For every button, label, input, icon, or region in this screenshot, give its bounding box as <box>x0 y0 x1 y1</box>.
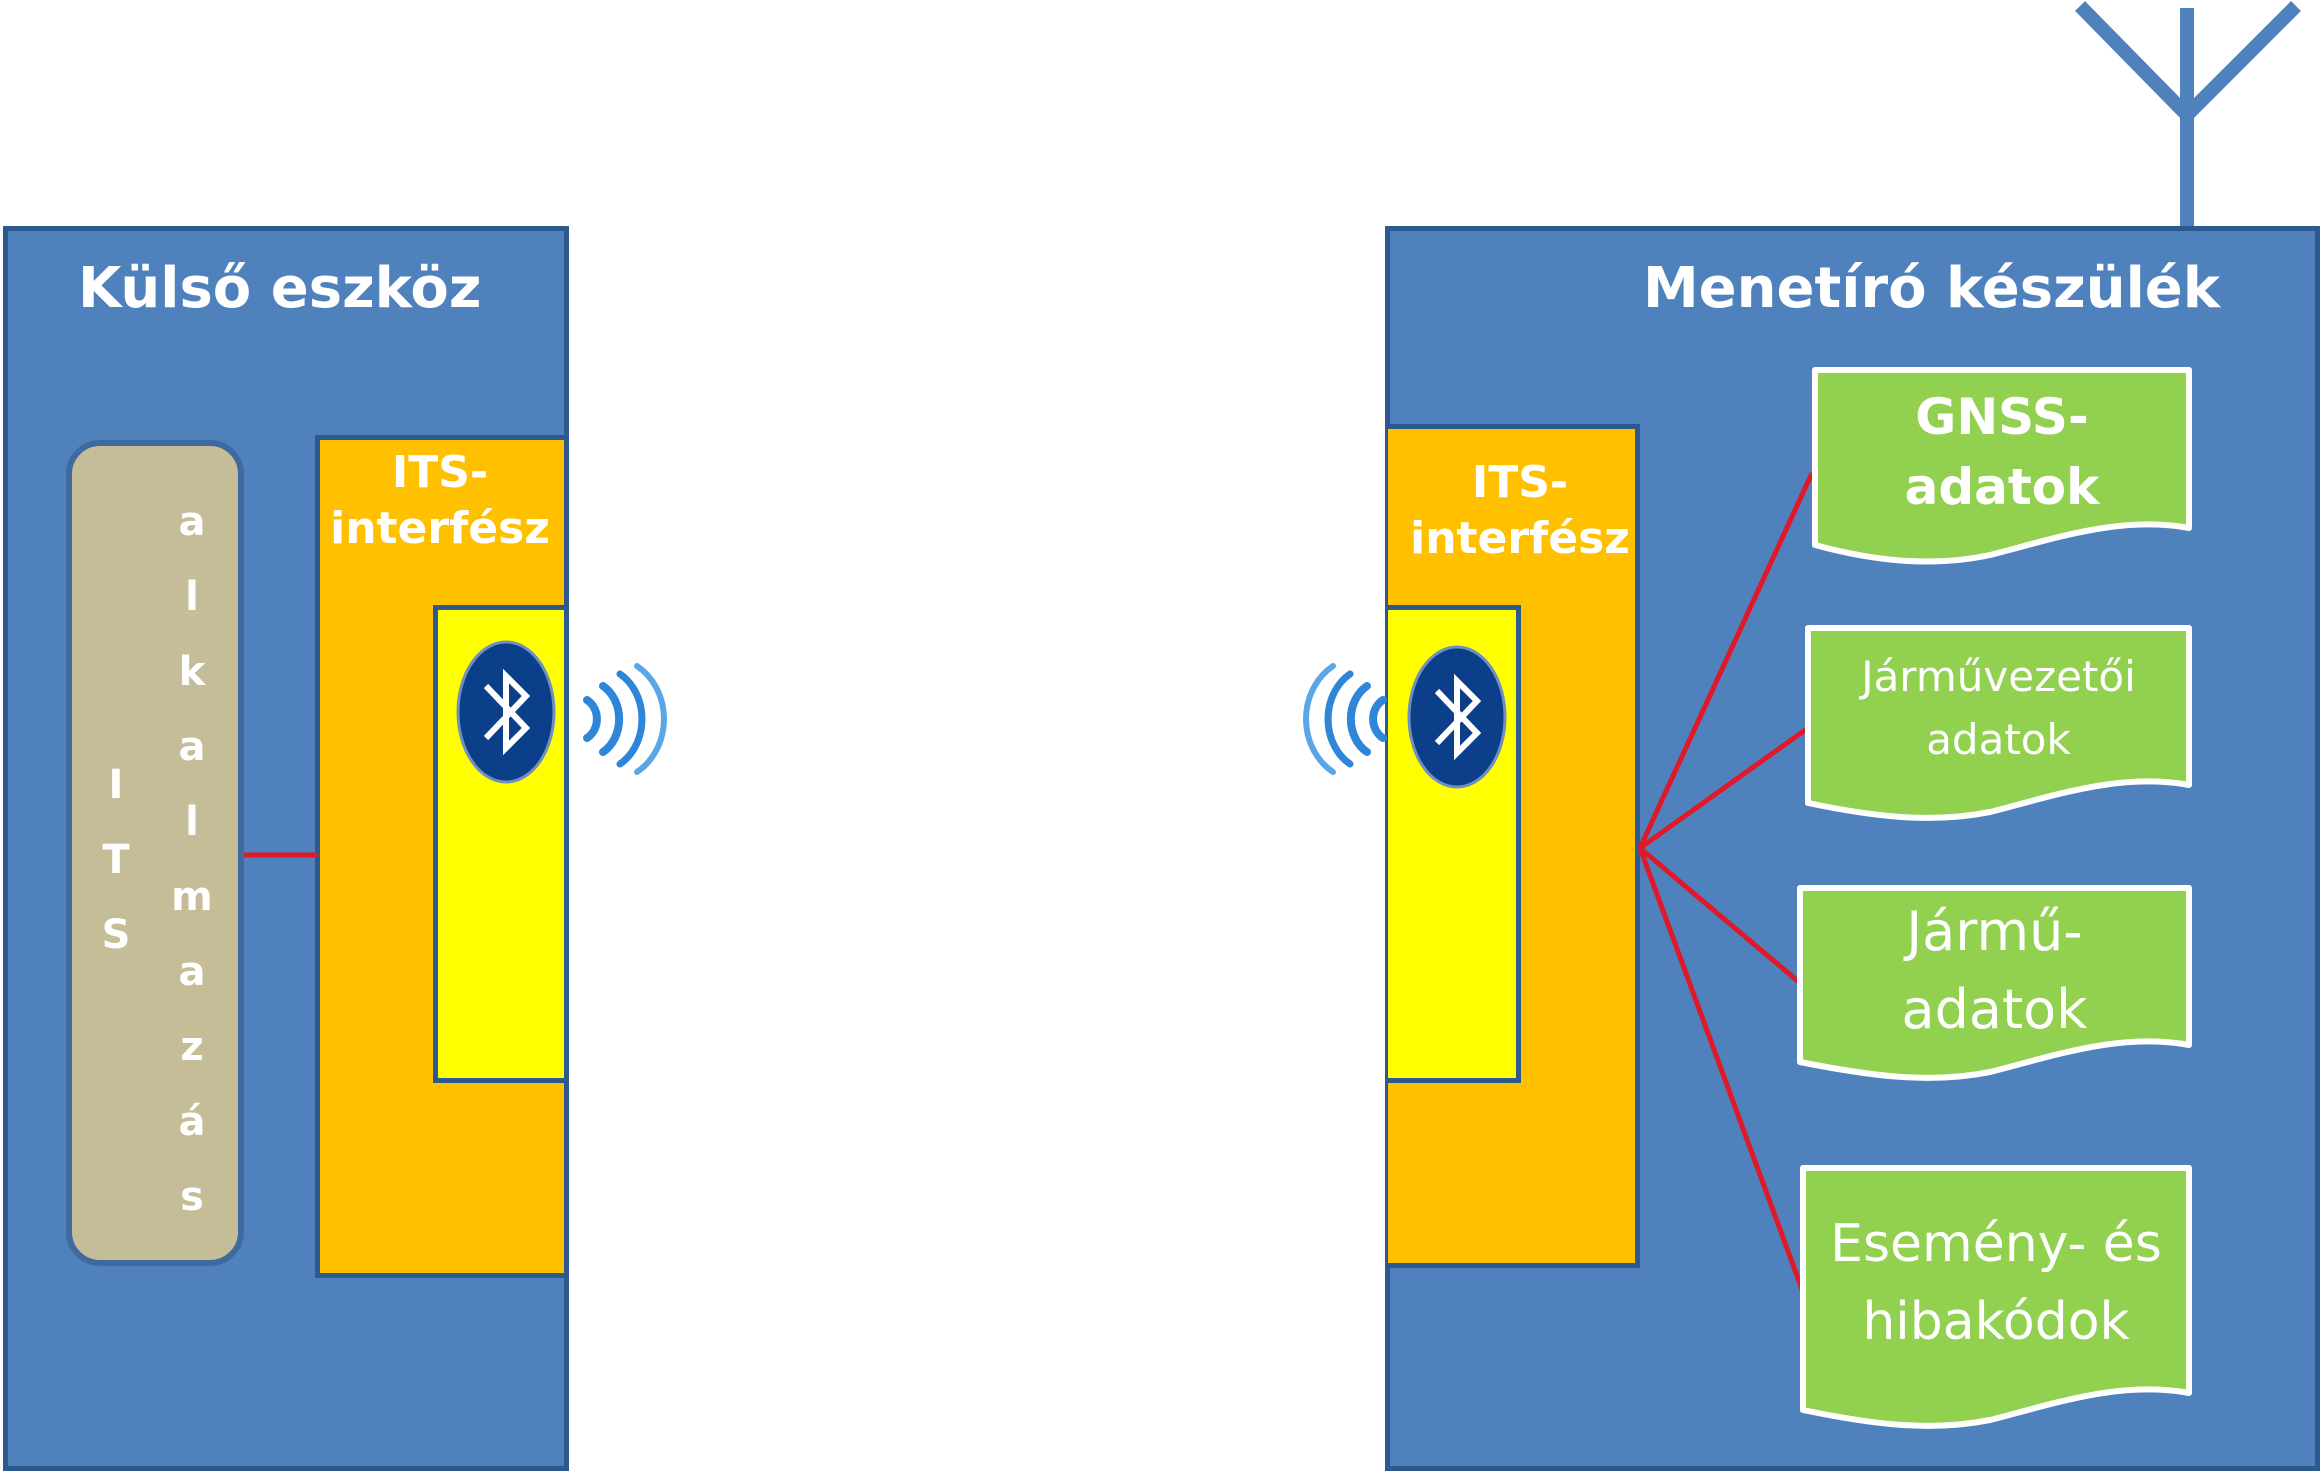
its-application-label-its: I T S <box>101 762 131 958</box>
vehicle-data-document <box>1797 885 2192 1081</box>
wireless-signal-icon <box>1303 663 1387 775</box>
vehicle-data-label: Jármű- adatok <box>1901 900 2088 1041</box>
its-interface-left-label: ITS- interfész <box>330 447 550 554</box>
driver-data-document <box>1805 625 2192 821</box>
its-application-box <box>66 440 244 1266</box>
link-gnss <box>1637 471 1815 850</box>
driver-data-label: Járművezetői adatok <box>1861 652 2136 764</box>
tachograph-title: Menetíró készülék <box>1642 256 2220 321</box>
its-interface-right-label: ITS- interfész <box>1410 457 1630 564</box>
bluetooth-icon <box>1407 645 1507 789</box>
link-vehicle <box>1638 846 1802 985</box>
events-data-document <box>1800 1165 2192 1429</box>
external-device-title: Külső eszköz <box>78 256 482 321</box>
bluetooth-icon <box>456 640 556 784</box>
gnss-data-document <box>1812 367 2192 565</box>
events-data-label: Esemény- és hibakódok <box>1830 1214 2162 1352</box>
link-driver <box>1638 725 1810 851</box>
wireless-signal-icon <box>583 663 667 775</box>
its-application-label-alkalmazas: a l k a l m a z á s <box>171 499 213 1220</box>
gnss-data-label: GNSS- adatok <box>1904 388 2100 516</box>
link-events <box>1637 847 1806 1293</box>
